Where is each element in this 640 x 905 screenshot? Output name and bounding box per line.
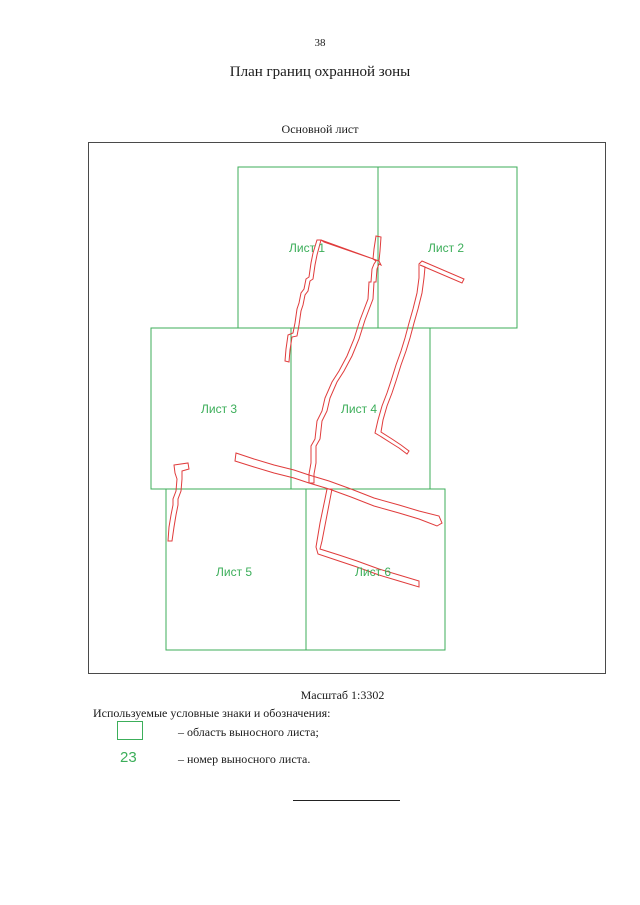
zone-boundary-d bbox=[167, 462, 190, 542]
zone-boundary-a bbox=[308, 235, 383, 484]
map-canvas: Лист 1 Лист 2 Лист 3 Лист 4 Лист 5 Лист … bbox=[150, 166, 518, 651]
legend-heading: Используемые условные знаки и обозначени… bbox=[93, 706, 331, 720]
legend-area-text: – область выносного листа; bbox=[178, 725, 319, 739]
legend-number-text: – номер выносного листа. bbox=[178, 752, 311, 766]
zone-boundary-b bbox=[374, 260, 465, 455]
sheet-label-2: Лист 2 bbox=[428, 241, 464, 255]
legend-number-sample: 23 bbox=[120, 749, 137, 766]
sheet-label-5: Лист 5 bbox=[216, 565, 252, 579]
sheet-area-6 bbox=[305, 488, 446, 651]
map-caption: Основной лист bbox=[281, 122, 359, 136]
sheet-label-4: Лист 4 bbox=[341, 402, 377, 416]
sheet-label-1: Лист 1 bbox=[289, 241, 325, 255]
zone-boundary-a-tail bbox=[284, 239, 322, 363]
sheet-label-3: Лист 3 bbox=[201, 402, 237, 416]
page-number: 38 bbox=[314, 37, 326, 49]
signature-line bbox=[293, 800, 400, 801]
sheet-area-2 bbox=[377, 166, 518, 329]
page-title: План границ охранной зоны bbox=[229, 64, 411, 80]
zone-boundary-c bbox=[234, 452, 443, 527]
scale-text: Масштаб 1:3302 bbox=[300, 688, 385, 702]
map-frame: Лист 1 Лист 2 Лист 3 Лист 4 Лист 5 Лист … bbox=[88, 142, 606, 674]
legend-area-swatch bbox=[117, 721, 143, 740]
sheet-label-6: Лист 6 bbox=[355, 565, 391, 579]
zone-boundary-c-loop bbox=[315, 488, 420, 588]
